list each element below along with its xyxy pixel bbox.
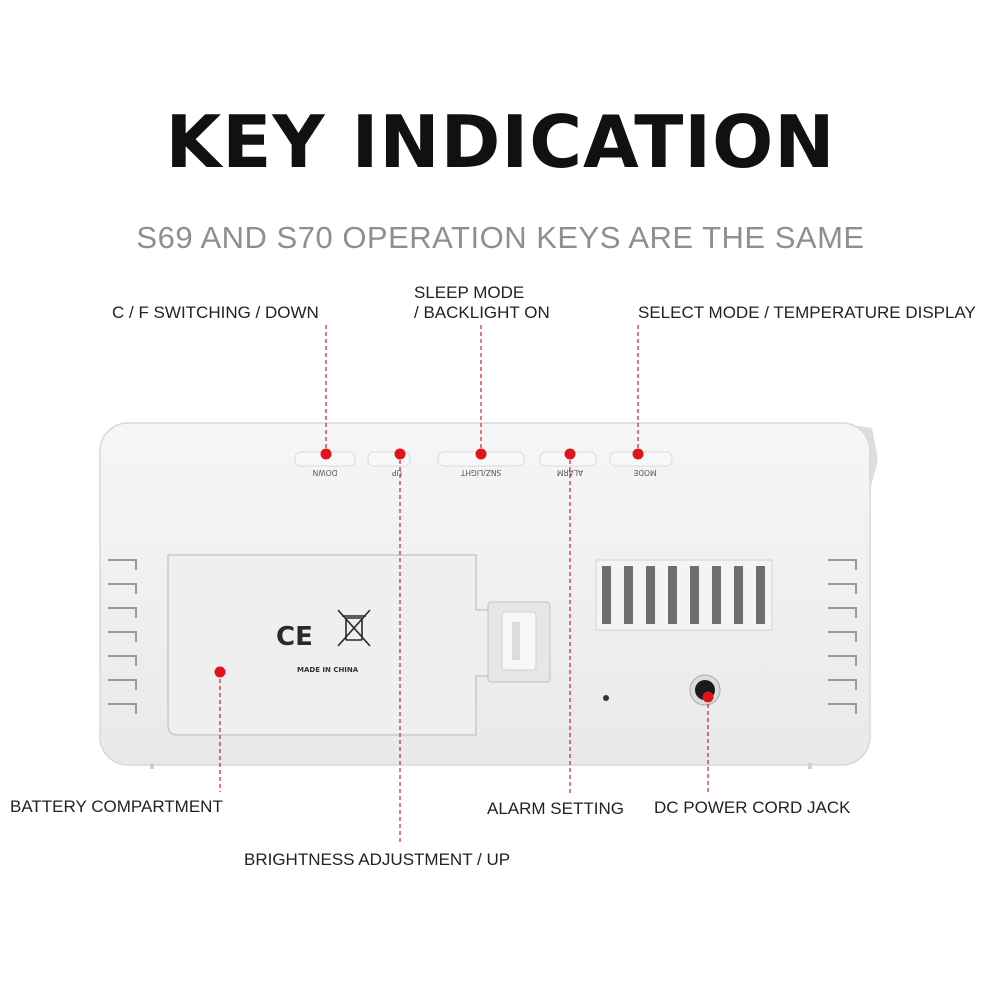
dot-sleep [475,448,487,460]
battery-cover [167,554,501,736]
label-select-mode: SELECT MODE / TEMPERATURE DISPLAY [638,303,976,322]
dot-alarm [564,448,576,460]
dot-select [632,448,644,460]
page-subtitle: S69 AND S70 OPERATION KEYS ARE THE SAME [136,220,865,255]
battery-latch [487,601,551,683]
reset-hole [603,695,609,701]
label-dc-power-jack: DC POWER CORD JACK [654,798,851,817]
key-label-down: DOWN [313,468,338,477]
page-title: KEY INDICATION [165,100,836,184]
key-label-mode: MODE [633,468,656,477]
dot-battery [214,666,226,678]
label-alarm-setting: ALARM SETTING [487,799,624,818]
key-label-up: UP [392,468,402,477]
key-label-alarm: ALARM [557,468,583,477]
rear-vent-grille [595,559,773,631]
label-brightness-up: BRIGHTNESS ADJUSTMENT / UP [244,850,511,869]
label-battery-compartment: BATTERY COMPARTMENT [10,797,223,816]
right-vents [828,559,857,714]
dot-cf-down [320,448,332,460]
label-sleep-mode: SLEEP MODE [414,283,525,302]
dot-up [394,448,406,460]
ce-mark: CE [276,622,313,652]
left-vents [108,559,137,714]
callout-leaders [219,325,709,845]
weee-bin-icon [337,609,371,647]
callout-dots [214,448,714,703]
dot-dc [702,691,714,703]
label-cf-switching: C / F SWITCHING / DOWN [112,303,319,322]
key-label-snz: SNZ/LIGHT [460,468,501,477]
made-in-china-text: MADE IN CHINA [297,666,359,674]
label-backlight-on: / BACKLIGHT ON [414,303,550,322]
